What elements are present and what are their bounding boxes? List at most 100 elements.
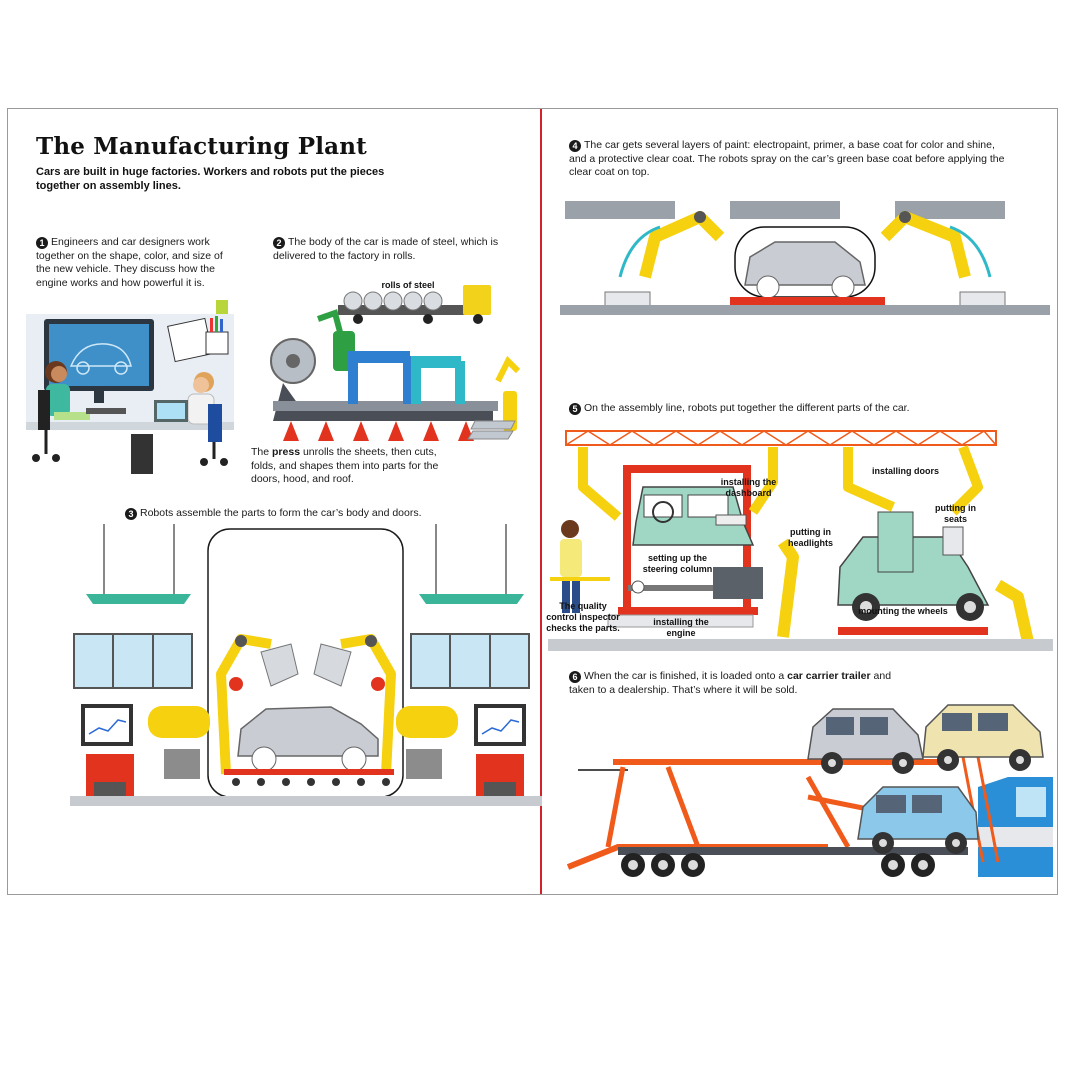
car-carrier-illustration: [566, 704, 1053, 877]
step-3-body: Robots assemble the parts to form the ca…: [140, 507, 422, 519]
robot-base: [959, 291, 1006, 308]
vent-panel: [565, 201, 675, 219]
label-mounting-wheels: mounting the wheels: [858, 606, 948, 616]
paint-shop-illustration: [560, 201, 1050, 315]
yellow-robot-arm: [495, 355, 521, 383]
designer-woman: [46, 384, 70, 416]
label-steering-column: setting up the steering column: [642, 553, 713, 574]
step-1-body: Engineers and car designers work togethe…: [36, 236, 223, 289]
monitor-stand: [94, 391, 104, 403]
marker-cup: [216, 300, 228, 314]
silver-car: [807, 708, 924, 774]
cream-car: [922, 704, 1044, 771]
step-1-number: 1: [36, 237, 48, 249]
factory-window: [410, 633, 530, 689]
ceiling-lamp: [86, 594, 191, 604]
office-chair-blue: [208, 404, 222, 442]
blue-car: [857, 786, 979, 854]
yellow-robot-left: [148, 706, 210, 738]
robot-arm: [578, 447, 622, 521]
press-term: press: [272, 446, 301, 458]
robot-arm-right: [340, 634, 396, 775]
trailer-wheels: [621, 853, 1010, 877]
page-title: The Manufacturing Plant: [36, 133, 367, 160]
car-carrier-term: car carrier trailer: [787, 670, 871, 682]
paint-robot-right: [880, 211, 971, 279]
factory-window: [73, 633, 193, 689]
paint-conveyor: [730, 297, 885, 305]
assembly-line-illustration: [548, 430, 1053, 651]
paint-floor: [560, 305, 1050, 315]
pencil-cup: [205, 331, 229, 355]
support-cones: [283, 421, 474, 441]
robot-arm: [843, 447, 896, 512]
trailer-struts: [605, 766, 851, 849]
conveyor-base: [273, 383, 493, 421]
press-frame: [348, 356, 358, 404]
label-putting-seats: putting in seats: [935, 503, 976, 524]
keyboard: [86, 408, 126, 414]
pressed-parts: [467, 420, 516, 440]
ceiling-lamp: [419, 594, 524, 604]
door-being-installed: [877, 511, 914, 573]
paint-robot-left: [639, 211, 725, 279]
page-intro: Cars are built in huge factories. Worker…: [36, 166, 385, 192]
wheel-robot: [994, 579, 1034, 644]
vent-panel: [730, 201, 840, 219]
book-spread: The Manufacturing Plant Cars are built i…: [7, 108, 1058, 895]
car-body-shell: [237, 706, 379, 757]
page-gutter: [540, 109, 542, 894]
label-installing-doors: installing doors: [871, 466, 939, 476]
headlight-robot: [777, 538, 799, 638]
car-sketch-icon: [69, 343, 132, 367]
steel-sheet: [273, 401, 498, 411]
red-frame: [623, 467, 631, 617]
computer-tower: [131, 434, 153, 474]
factory-floor: [70, 796, 542, 806]
step-4-number: 4: [569, 140, 581, 152]
steering-column: [628, 585, 713, 591]
press-illustration: [270, 285, 521, 441]
press-frame-2: [411, 361, 421, 404]
robot-arm: [949, 445, 983, 516]
paint-hose: [618, 225, 661, 278]
step-6-number: 6: [569, 671, 581, 683]
quality-inspector: [560, 539, 582, 577]
flatbed-trailer: [338, 305, 468, 315]
robot-arm: [748, 447, 778, 515]
steel-truck-cab: [463, 285, 491, 315]
step-3-number: 3: [125, 508, 137, 520]
designers-illustration: [26, 300, 234, 474]
press-caption: The press unrolls the sheets, then cuts,…: [251, 446, 439, 485]
paint-hose: [949, 225, 992, 278]
assembly-cell: [207, 528, 404, 798]
engine-block: [713, 567, 763, 599]
robot-arm-left: [216, 634, 272, 775]
label-rolls-of-steel: rolls of steel: [381, 280, 435, 290]
steering-wheel-icon: [652, 501, 674, 523]
trailer-chassis: [618, 847, 968, 855]
step-2-body: The body of the car is made of steel, wh…: [273, 236, 499, 262]
step-4-body: The car gets several layers of paint: el…: [569, 139, 1005, 178]
label-putting-headlights: putting in headlights: [787, 527, 833, 548]
inspector-railing: [550, 577, 610, 581]
inspector-head: [561, 520, 579, 538]
step-5-body: On the assembly line, robots put togethe…: [584, 402, 910, 414]
label-installing-engine: installing the engine: [653, 617, 709, 638]
label-quality-inspector: The quality control inspector checks the…: [546, 601, 620, 633]
car-door-right: [313, 643, 352, 687]
desk: [26, 422, 234, 430]
red-conveyor: [224, 769, 394, 775]
dashboard-part: [715, 514, 747, 526]
car-seat: [942, 526, 964, 556]
red-conveyor: [838, 627, 988, 635]
office-chair: [38, 390, 50, 430]
vent-panel: [895, 201, 1005, 219]
car-door-left: [260, 643, 299, 687]
label-installing-dashboard: installing the dashboard: [720, 477, 777, 498]
